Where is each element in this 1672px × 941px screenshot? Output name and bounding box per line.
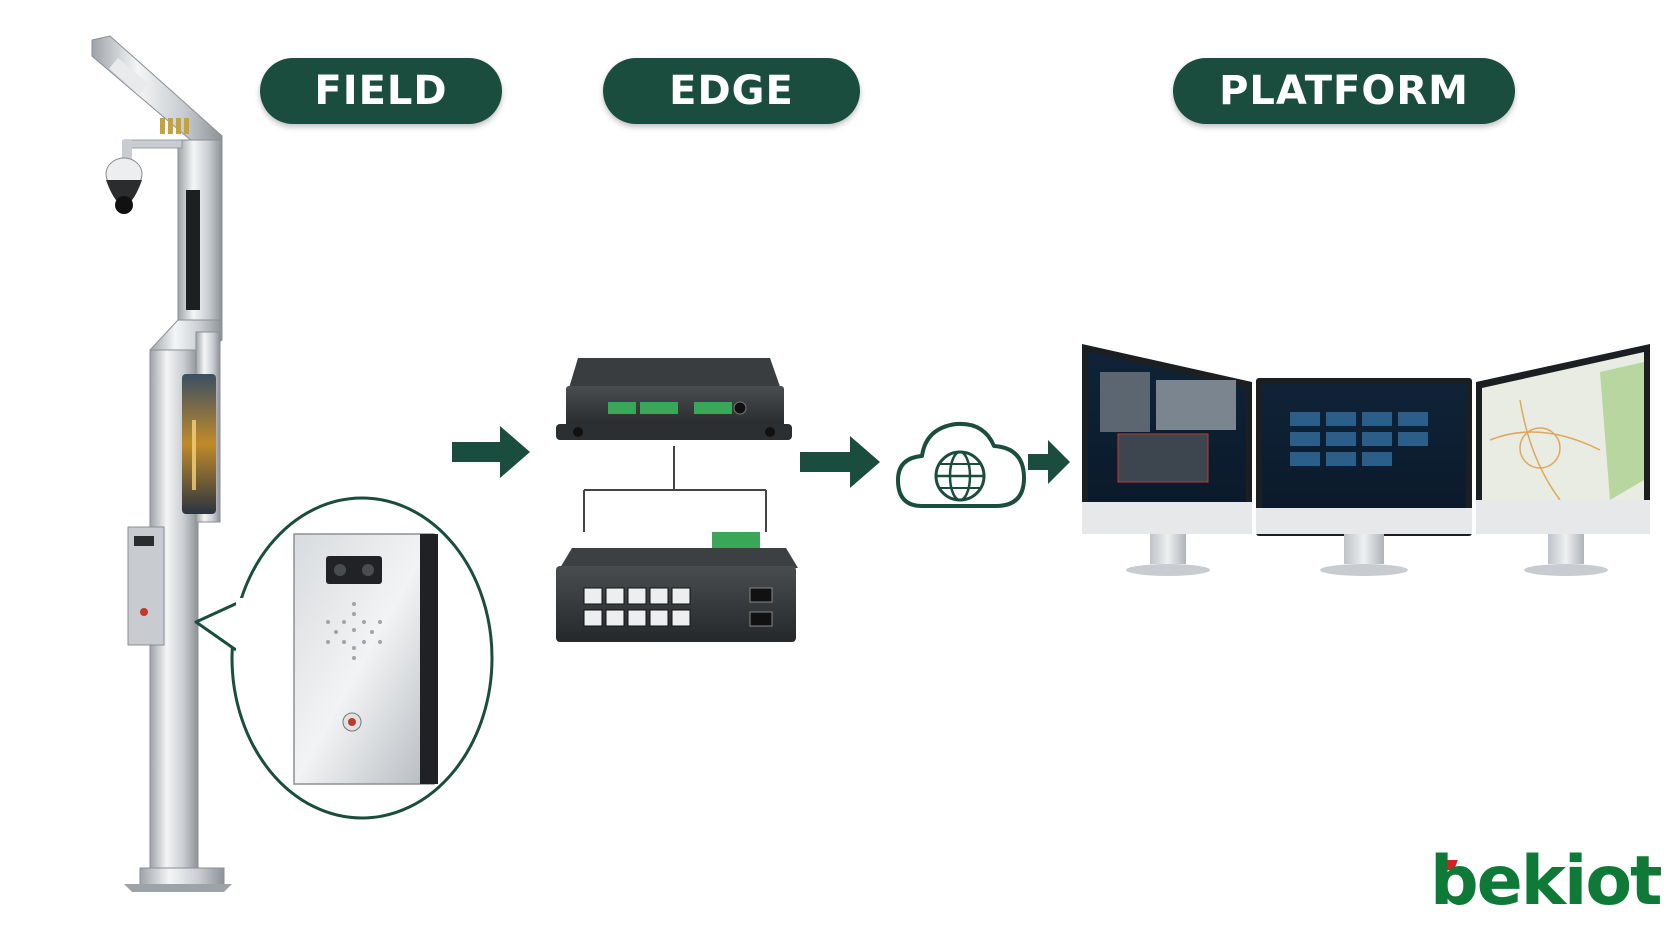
platform-section-label: PLATFORM bbox=[1173, 58, 1515, 124]
edge-connector-lines bbox=[583, 446, 767, 532]
brand-logo: bekiot bbox=[1430, 842, 1663, 921]
edge-section-label: EDGE bbox=[603, 58, 860, 124]
smart-pole bbox=[91, 35, 232, 892]
network-switch-device bbox=[556, 532, 798, 642]
monitor-map bbox=[1476, 344, 1650, 576]
edge-gateway-device bbox=[556, 358, 792, 440]
monitor-dashboard bbox=[1256, 378, 1472, 576]
right-arrow-icon bbox=[1028, 440, 1070, 484]
field-section-label: FIELD bbox=[260, 58, 502, 124]
right-arrow-icon bbox=[800, 436, 880, 488]
monitor-video-surveillance bbox=[1082, 344, 1252, 576]
cloud-globe-icon bbox=[896, 421, 1026, 508]
intercom-callout bbox=[194, 496, 494, 820]
right-arrow-icon bbox=[452, 426, 530, 478]
